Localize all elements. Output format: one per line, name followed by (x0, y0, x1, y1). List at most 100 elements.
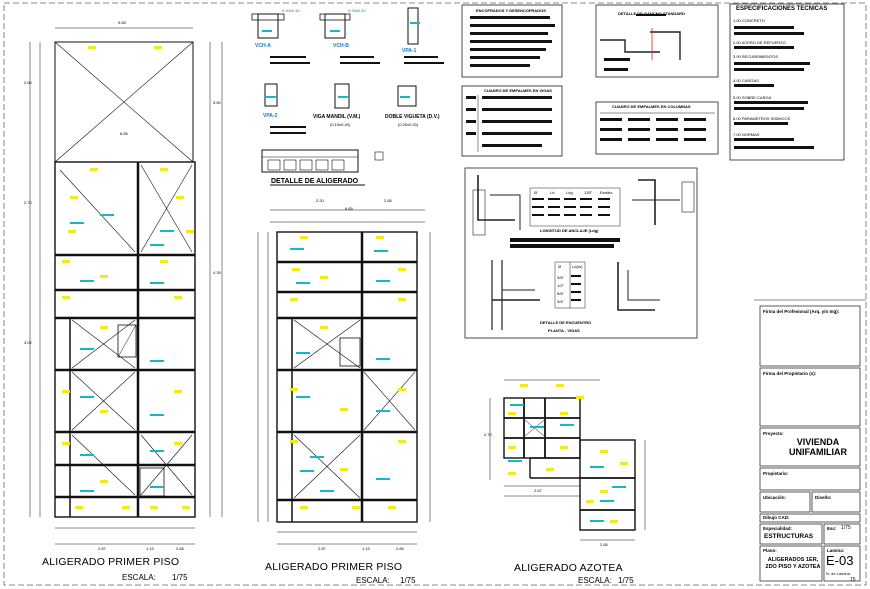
yellow-mark (556, 384, 564, 387)
redacted-text-bar (532, 198, 544, 200)
dim-p1-mid-b: 4.35 (213, 270, 221, 275)
redacted-text-bar (466, 120, 476, 123)
cyan-mark (80, 348, 94, 350)
specs-title: ESPECIFICACIONES TECNICAS (736, 6, 828, 12)
redacted-text-bar (571, 283, 581, 285)
tb-diseno-label: Diseño: (815, 495, 832, 500)
dim-az-bot-b: 2.65 (600, 542, 608, 547)
redacted-text-bar (470, 64, 530, 67)
redacted-text-bar (270, 56, 306, 58)
redacted-text-bar (482, 108, 552, 111)
redacted-text-bar (470, 48, 546, 51)
cyan-mark (150, 414, 164, 416)
tb-ubicacion-label: Ubicación: (763, 495, 787, 500)
spec-7: 7.00 NORMAS (733, 132, 760, 137)
tb-escala-value: 1/75 (841, 525, 851, 531)
redacted-text-bar (571, 299, 581, 301)
redacted-text-bar (340, 56, 374, 58)
redacted-text-bar (532, 206, 544, 208)
cyan-mark (150, 450, 164, 452)
yellow-mark (160, 168, 168, 171)
redacted-text-bar (470, 40, 552, 43)
yellow-mark (160, 260, 168, 263)
vch-b-label: VCH-B (333, 43, 349, 49)
section-cyan-mark (266, 96, 276, 98)
redacted-text-bar (684, 118, 706, 121)
spec-3: 3.00 RECUBRIMIENTOS (733, 54, 779, 59)
tb-n-lamina-value: 15 (850, 577, 856, 583)
redacted-text-bar (580, 198, 592, 200)
redacted-text-bar (470, 24, 555, 27)
cuadro-vigas-title: CUADRO DE EMPALMES EN VIGAS (484, 88, 552, 93)
redacted-text-bar (470, 16, 550, 19)
cyan-mark (300, 470, 314, 472)
yellow-mark (150, 506, 158, 509)
cyan-mark (160, 230, 174, 232)
redacted-text-bar (684, 138, 706, 141)
yellow-mark (600, 490, 608, 493)
cyan-mark (510, 404, 524, 406)
spec-2: 2.00 ACERO DE REFUERZO (733, 40, 786, 45)
redacted-text-bar (684, 128, 706, 131)
redacted-text-bar (404, 62, 444, 64)
cyan-mark (296, 282, 310, 284)
plan-1-title: ALIGERADO PRIMER PISO (42, 556, 180, 568)
redacted-text-bar (482, 120, 552, 123)
dim-p1-bot-a: 2.87 (98, 546, 106, 551)
sheet-border (3, 2, 867, 586)
yellow-mark (290, 440, 298, 443)
vm-label: VIGA MANDIL (V.M.) (313, 114, 361, 120)
dim-p1-bot-b: 1.15 (146, 546, 154, 551)
plan-azotea-title: ALIGERADO AZOTEA (514, 562, 623, 574)
redacted-text-bar (470, 32, 548, 35)
redacted-text-bar (466, 132, 476, 135)
plan-2-scale-value: 1/75 (400, 576, 416, 585)
yellow-mark (398, 388, 406, 391)
yellow-mark (62, 296, 70, 299)
vch-b-size: 0.25x0.40 (348, 8, 366, 13)
redacted-text-bar (628, 128, 650, 131)
redacted-text-bar (466, 96, 476, 99)
redacted-text-bar (734, 68, 804, 71)
section-cyan-mark (330, 30, 340, 32)
cyan-mark (70, 222, 84, 224)
planta-vigas: PLANTA - VIGAS (548, 328, 580, 333)
yellow-mark (62, 390, 70, 393)
redacted-text-bar (734, 32, 804, 35)
yellow-mark (508, 446, 516, 449)
plan-1-scale-label: ESCALA: (122, 573, 156, 582)
yellow-mark (398, 298, 406, 301)
yellow-mark (90, 168, 98, 171)
notes-panels (461, 3, 845, 339)
detalle-encuentro: DETALLE DE ENCUENTRO (540, 320, 592, 325)
redacted-text-bar (510, 238, 620, 242)
yellow-mark (100, 275, 108, 278)
cyan-mark (150, 244, 164, 246)
cyan-mark (296, 352, 310, 354)
yellow-mark (88, 46, 96, 49)
plan-1 (29, 27, 223, 545)
cyan-mark (150, 360, 164, 362)
redacted-text-bar (734, 84, 774, 87)
yellow-mark (290, 298, 298, 301)
dim-p2-total: 6.65 (345, 206, 353, 211)
tb-lamina-label: Lamina: (827, 548, 845, 553)
yellow-mark (560, 412, 568, 415)
plan-2-scale-label: ESCALA: (356, 576, 390, 585)
yellow-mark (186, 230, 194, 233)
yellow-mark (100, 326, 108, 329)
redacted-text-bar (598, 206, 610, 208)
dim-p1-mid-a: 3.50 (213, 100, 221, 105)
cyan-mark (376, 358, 390, 360)
yellow-mark (610, 520, 618, 523)
cyan-mark (100, 214, 114, 216)
redacted-text-bar (580, 206, 592, 208)
yellow-mark (586, 500, 594, 503)
tb-firma-propietario: Firma del Propietario (s): (763, 371, 817, 376)
diam-r3: 3/4" (557, 299, 564, 304)
cyan-mark (290, 248, 304, 250)
redacted-text-bar (270, 132, 306, 134)
redacted-text-bar (600, 138, 622, 141)
redacted-text-bar (270, 62, 310, 64)
cyan-mark (80, 490, 94, 492)
